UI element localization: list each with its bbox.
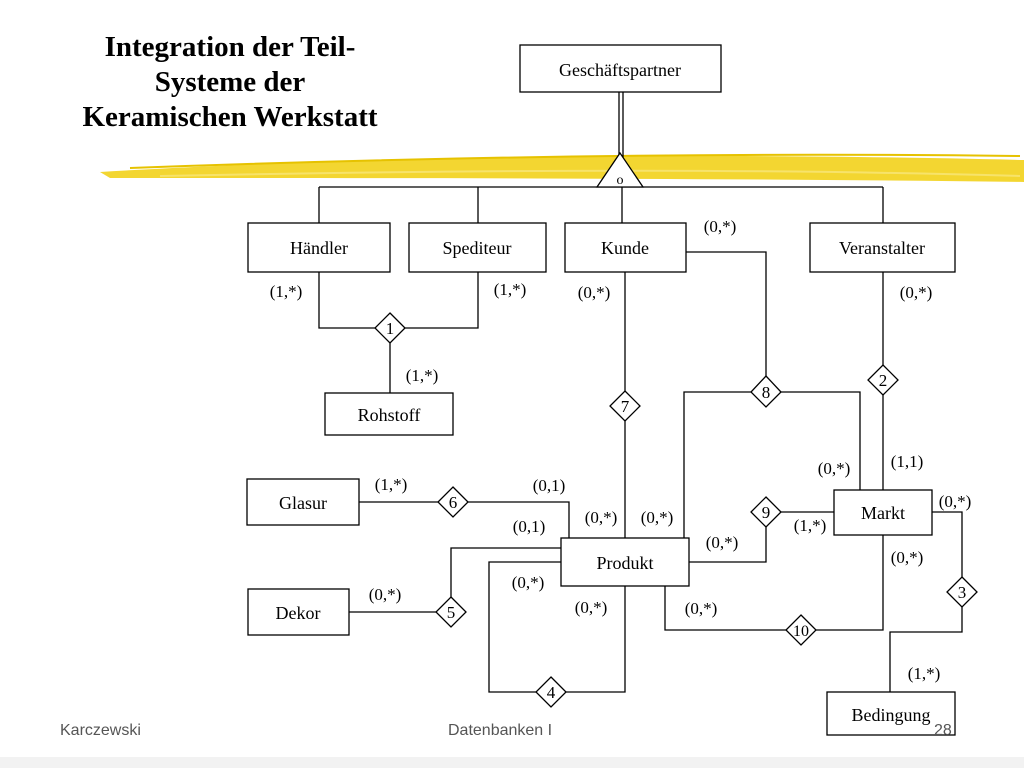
generalization-symbol: o [595, 151, 645, 188]
relationship-label: 6 [449, 493, 458, 512]
title-line-1: Integration der Teil- [104, 31, 356, 63]
relationship-9[interactable]: 9 [750, 496, 782, 528]
title-line-2: Systeme der [154, 66, 306, 98]
relationship-1[interactable]: 1 [374, 312, 406, 344]
cardinality-dekor-r5: (0,*) [369, 585, 402, 604]
cardinality-markt-r8: (0,*) [818, 459, 851, 478]
cardinality-markt-r9: (1,*) [794, 516, 827, 535]
relationship-label: 8 [762, 383, 771, 402]
cardinality-produkt-r4a: (0,*) [512, 573, 545, 592]
entity-label: Spediteur [443, 238, 512, 258]
relationship-7[interactable]: 7 [609, 390, 641, 422]
cardinality-glasur-r6: (1,*) [375, 475, 408, 494]
cardinality-veranstalter-r2: (0,*) [900, 283, 933, 302]
relationship-label: 10 [793, 623, 809, 640]
entity-spediteur[interactable]: Spediteur [408, 222, 547, 273]
relationship-3[interactable]: 3 [946, 576, 978, 608]
entity-label: Rohstoff [358, 405, 421, 425]
cardinality-labels: (1,*) (1,*) (1,*) (0,*) (0,*) (0,*) (0,*… [270, 217, 972, 683]
entity-label: Dekor [276, 603, 321, 623]
entity-kunde[interactable]: Kunde [564, 222, 687, 273]
cardinality-produkt-r7: (0,*) [585, 508, 618, 527]
highlighter-stroke [100, 153, 1024, 182]
relationship-6[interactable]: 6 [437, 486, 469, 518]
entity-label: Markt [861, 503, 905, 523]
relationship-8[interactable]: 8 [750, 375, 782, 408]
cardinality-produkt-r9: (0,*) [706, 533, 739, 552]
cardinality-produkt-r10: (0,*) [685, 599, 718, 618]
entity-dekor[interactable]: Dekor [247, 588, 350, 636]
entity-veranstalter[interactable]: Veranstalter [809, 222, 956, 273]
cardinality-kunde-r7: (0,*) [578, 283, 611, 302]
connector-lines [318, 92, 963, 693]
relationship-5[interactable]: 5 [435, 596, 467, 628]
cardinality-markt-r3: (0,*) [939, 492, 972, 511]
page-number: 28 [934, 722, 952, 739]
relationship-2[interactable]: 2 [867, 364, 899, 396]
cardinality-markt-r10: (0,*) [891, 548, 924, 567]
cardinality-haendler-r1: (1,*) [270, 282, 303, 301]
bottom-strip [0, 757, 1024, 768]
relationship-10[interactable]: 10 [785, 614, 817, 646]
entity-label: Kunde [601, 238, 649, 258]
entity-bedingung[interactable]: Bedingung [826, 691, 956, 736]
slide-title: Integration der Teil- Systeme der Kerami… [40, 30, 420, 135]
entity-label: Geschäftspartner [559, 60, 681, 80]
cardinality-kunde-r8: (0,*) [704, 217, 737, 236]
relationship-label: 7 [621, 397, 630, 416]
relationship-4[interactable]: 4 [535, 676, 567, 708]
cardinality-produkt-r5: (0,1) [513, 517, 546, 536]
entity-label: Produkt [596, 553, 653, 573]
entity-label: Bedingung [852, 705, 931, 725]
entity-label: Händler [290, 238, 348, 258]
cardinality-produkt-r4b: (0,*) [575, 598, 608, 617]
entity-label: Glasur [279, 493, 327, 513]
relationship-label: 2 [879, 371, 888, 390]
entity-label: Veranstalter [839, 238, 925, 258]
title-line-3: Keramischen Werkstatt [82, 101, 378, 133]
entity-haendler[interactable]: Händler [247, 222, 391, 273]
relationship-label: 9 [762, 503, 771, 522]
entity-rohstoff[interactable]: Rohstoff [324, 392, 454, 436]
entity-produkt[interactable]: Produkt [560, 537, 690, 587]
cardinality-spediteur-r1: (1,*) [494, 280, 527, 299]
entity-markt[interactable]: Markt [833, 489, 933, 536]
relationship-label: 4 [547, 683, 556, 702]
cardinality-markt-r2: (1,1) [891, 452, 924, 471]
footer-author: Karczewski [60, 722, 141, 739]
entity-geschaeftspartner[interactable]: Geschäftspartner [519, 44, 722, 93]
relationship-label: 3 [958, 583, 967, 602]
entity-glasur[interactable]: Glasur [246, 478, 360, 526]
relationship-label: 5 [447, 603, 456, 622]
cardinality-produkt-r8: (0,*) [641, 508, 674, 527]
generalization-label: o [617, 173, 624, 188]
footer-course: Datenbanken I [448, 722, 553, 739]
cardinality-bedingung-r3: (1,*) [908, 664, 941, 683]
relationship-label: 1 [386, 319, 395, 338]
cardinality-rohstoff-r1: (1,*) [406, 366, 439, 385]
cardinality-produkt-r6: (0,1) [533, 476, 566, 495]
